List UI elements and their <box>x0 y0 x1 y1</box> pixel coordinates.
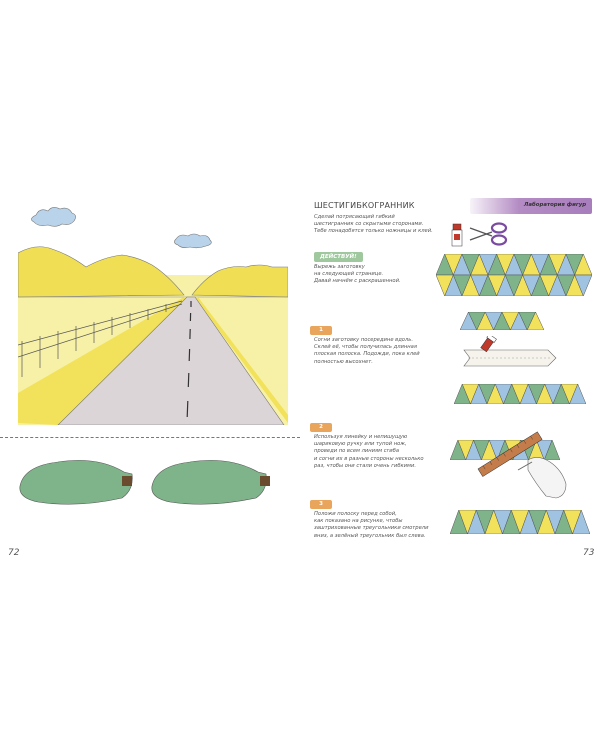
cut-line <box>0 437 300 438</box>
step-3-text: Положи полоску перед собой, как показано… <box>314 511 429 539</box>
cloud-left <box>31 207 76 227</box>
ruler-and-hand-illustration <box>477 431 567 499</box>
tree-shape-right <box>151 460 270 505</box>
page-number-right: 73 <box>583 548 595 558</box>
step-2-badge: 2 <box>310 423 332 432</box>
section-badge: Лаборатория фигур <box>470 198 592 214</box>
fence <box>18 300 183 377</box>
step-2-text: Используя линейку и непишущую шариковую … <box>314 434 424 469</box>
road <box>57 296 285 425</box>
left-page: 72 <box>0 207 300 558</box>
intro-text: Сделай потрясающий гибкий шестигранник с… <box>314 214 433 235</box>
scissors-icon <box>469 222 508 246</box>
glue-application-illustration <box>463 336 557 367</box>
page-title: ШЕСТИГИБКОГРАННИК <box>314 201 415 210</box>
glue-stick-icon <box>451 223 463 247</box>
road-landscape-illustration <box>18 207 288 425</box>
step-1-text: Согни заготовку посередине вдоль. Склей … <box>314 337 420 365</box>
strip-triangle <box>574 274 592 296</box>
strip-triangle <box>572 510 590 534</box>
right-page: Лаборатория фигур ШЕСТИГИБКОГРАННИК Сдел… <box>300 0 600 750</box>
road-shoulder-right <box>194 297 288 423</box>
hills-right <box>191 264 288 298</box>
strip-illustration-colored <box>436 254 592 296</box>
strip-illustration-folded <box>460 312 544 330</box>
tree-shape-left <box>19 460 133 505</box>
step-3-badge: 3 <box>310 500 332 509</box>
step-1-badge: 1 <box>310 326 332 335</box>
road-shoulder-left <box>18 297 188 425</box>
strip-triangle <box>569 384 586 404</box>
action-tag: ДЕЙСТВУЙ! <box>314 252 363 262</box>
strip-illustration-flat <box>454 384 586 404</box>
page-number-left: 72 <box>8 548 20 558</box>
cloud-right <box>174 233 212 249</box>
section-badge-label: Лаборатория фигур <box>523 202 587 208</box>
action-text: Вырежь заготовку на следующей странице. … <box>314 264 401 285</box>
strip-illustration-final <box>450 510 590 534</box>
strip-triangle <box>544 440 560 460</box>
strip-triangle <box>526 312 544 330</box>
hills-left <box>18 246 185 298</box>
